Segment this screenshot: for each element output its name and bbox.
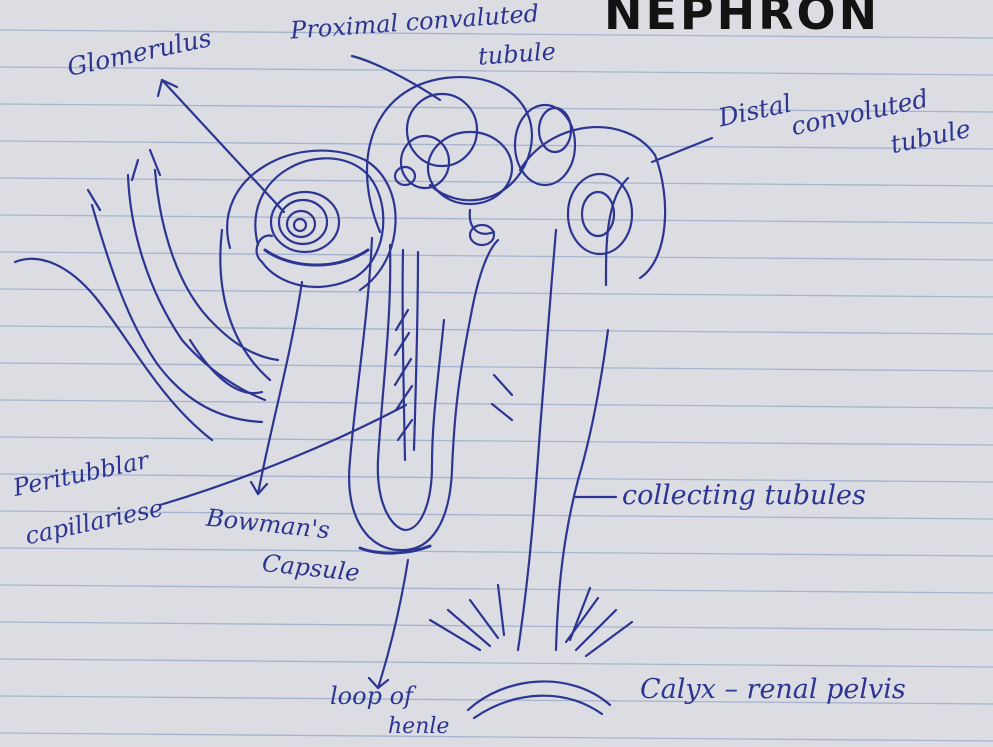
label-loop-of-henle-line2: henle [388,716,449,738]
diagram-title: NEPHRON [604,0,880,36]
loop-of-henle-drawing [349,238,498,553]
peritubular-capillaries-drawing [15,150,278,440]
ruled-line [0,363,993,371]
ruled-line [0,733,993,741]
label-proximal-tubule-line2: tubule [477,39,556,68]
ruled-line [0,622,993,630]
ruled-line [0,585,993,593]
label-leader-lines [158,56,712,688]
ruled-line [0,659,993,667]
distal-tubule-drawing [520,127,665,285]
ruled-line [0,215,993,223]
label-calyx-renal-pelvis: Calyx – renal pelvis [640,676,906,703]
ruled-line [0,178,993,186]
ruled-line [0,437,993,445]
ruled-line [0,252,993,260]
glomerulus-drawing [271,192,339,252]
ruled-line [0,548,993,556]
ruled-line [0,326,993,334]
collecting-tubule-drawing [430,230,632,718]
label-collecting-tubules: collecting tubules [622,482,866,509]
ruled-line [0,141,993,149]
label-loop-of-henle-line1: loop of [330,684,413,708]
ruled-line [0,289,993,297]
